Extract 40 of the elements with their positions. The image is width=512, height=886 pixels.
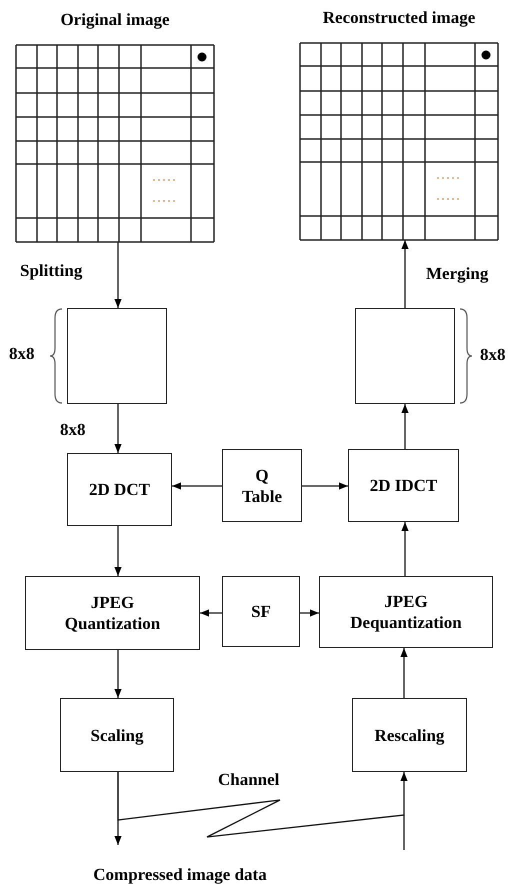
edge-label: Splitting — [20, 261, 82, 281]
image-block — [300, 8, 498, 240]
process-box — [348, 449, 459, 522]
box-label: 2D IDCT — [370, 475, 438, 496]
arrow — [300, 609, 319, 617]
dimension-label: 8x8 — [480, 345, 506, 365]
arrow — [200, 609, 222, 617]
box-label: JPEG Quantization — [64, 592, 162, 634]
image-heading: Reconstructed image — [322, 8, 476, 28]
box-label: SF — [251, 601, 271, 622]
arrow — [400, 648, 408, 698]
block-box — [355, 308, 455, 404]
process-box — [222, 576, 300, 647]
process-box — [222, 449, 302, 522]
process-box — [67, 453, 172, 526]
process-box — [319, 576, 493, 648]
box-label: JPEG Dequantization — [349, 591, 463, 633]
arrow — [114, 242, 122, 308]
process-box — [352, 698, 467, 772]
output-label: Compressed image data — [62, 845, 298, 885]
image-heading: Original image — [59, 10, 171, 30]
edge-label: Merging — [426, 264, 488, 284]
box-label: Scaling — [90, 724, 144, 746]
arrow — [401, 404, 409, 449]
arrow — [117, 772, 408, 838]
image-block — [16, 10, 214, 242]
block-box — [67, 308, 167, 404]
arrow — [302, 482, 348, 490]
arrow — [172, 482, 222, 490]
process-box — [25, 576, 200, 650]
box-label: 2D DCT — [89, 479, 150, 500]
process-box — [60, 698, 174, 772]
arrow — [114, 650, 122, 698]
arrow — [401, 240, 409, 308]
arrow — [114, 404, 122, 453]
box-label: Q Table — [240, 464, 283, 506]
arrow — [114, 526, 122, 576]
dimension-label: 8x8 — [9, 344, 34, 364]
arrow — [401, 522, 409, 576]
box-label: Rescaling — [374, 724, 444, 746]
